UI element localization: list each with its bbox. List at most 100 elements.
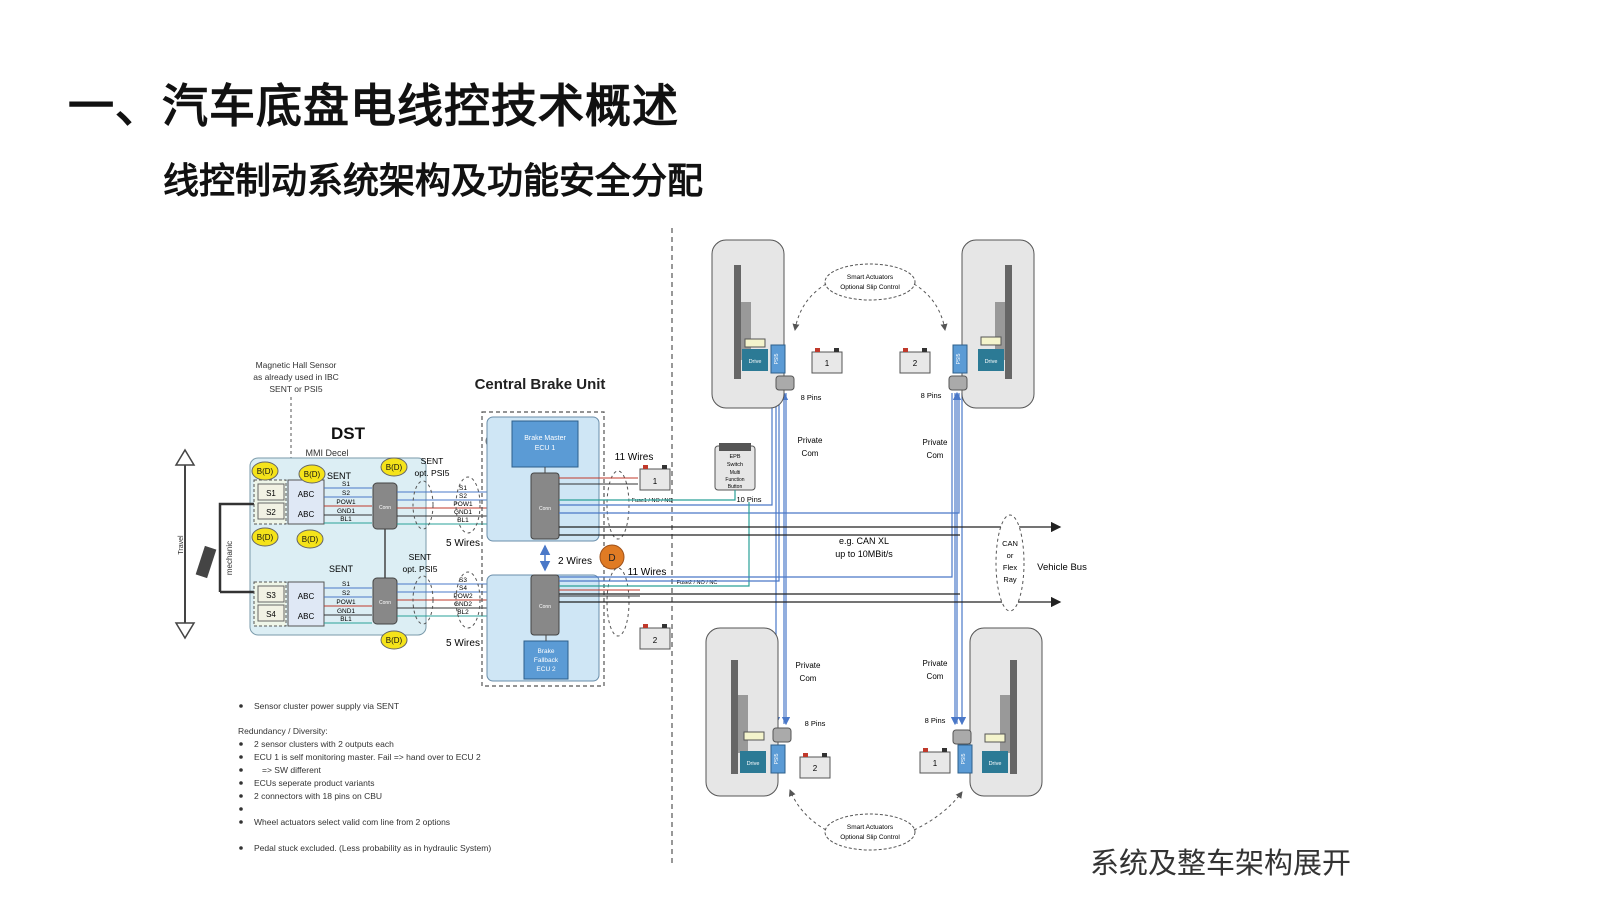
svg-text:2 sensor clusters with 2 outpu: 2 sensor clusters with 2 outputs each — [254, 739, 394, 749]
svg-text:Travel: Travel — [178, 535, 185, 555]
ecu2-box — [523, 640, 569, 680]
svg-text:2 connectors with 18 pins on C: 2 connectors with 18 pins on CBU — [254, 791, 382, 801]
svg-text:S1: S1 — [459, 485, 467, 492]
svg-text:PSI5: PSI5 — [774, 353, 780, 364]
slide-title: 一、汽车底盘电线控技术概述 — [68, 79, 679, 133]
svg-text:ECU 2: ECU 2 — [536, 666, 556, 673]
svg-text:D: D — [608, 553, 615, 564]
battery-1 — [639, 468, 671, 491]
svg-text:5 Wires: 5 Wires — [446, 638, 480, 649]
wheel-wiring — [559, 391, 1062, 726]
svg-text:S1: S1 — [342, 481, 350, 488]
svg-text:SENT: SENT — [409, 552, 432, 562]
cbu-outputs: 11 Wires 11 Wires Fuse1 / NO / NC Fuse2 … — [559, 452, 718, 650]
svg-text:SENT: SENT — [329, 564, 354, 574]
svg-text:or: or — [1007, 551, 1014, 560]
svg-text:S2: S2 — [342, 590, 350, 597]
svg-text:Conn: Conn — [379, 600, 391, 606]
svg-text:Com: Com — [927, 451, 944, 460]
svg-text:B(D): B(D) — [304, 470, 321, 479]
svg-text:Function: Function — [725, 477, 744, 483]
svg-text:8 Pins: 8 Pins — [805, 719, 826, 728]
svg-text:POW1: POW1 — [453, 501, 473, 508]
ecu1-box — [511, 420, 579, 468]
svg-text:GND1: GND1 — [337, 508, 355, 515]
svg-text:1: 1 — [933, 759, 938, 768]
slide-subtitle: 线控制动系统架构及功能安全分配 — [163, 161, 704, 202]
svg-text:e.g. CAN XL: e.g. CAN XL — [839, 536, 889, 546]
dst-sublabel: MMI Decel — [305, 448, 348, 458]
svg-text:EPB: EPB — [729, 454, 740, 460]
svg-text:Smart Actuators: Smart Actuators — [847, 824, 894, 831]
svg-text:S2: S2 — [342, 490, 350, 497]
svg-text:10 Pins: 10 Pins — [736, 495, 761, 504]
svg-text:ECU 1: ECU 1 — [535, 445, 556, 452]
svg-text:B(D): B(D) — [302, 535, 319, 544]
svg-text:Brake Master: Brake Master — [524, 435, 566, 442]
svg-text:BL1: BL1 — [457, 517, 469, 524]
svg-text:S2: S2 — [459, 493, 467, 500]
svg-text:Private: Private — [798, 436, 823, 445]
svg-text:Redundancy / Diversity:: Redundancy / Diversity: — [238, 726, 328, 736]
svg-text:ABC: ABC — [298, 592, 315, 601]
wheel-rear-left: Drive PSI5 2 8 Pins Private Com — [705, 627, 831, 797]
vehicle-bus: e.g. CAN XL up to 10MBit/s CAN or Flex R… — [835, 514, 1087, 612]
svg-text:GND2: GND2 — [454, 601, 472, 608]
central-brake-unit: Central Brake Unit Brake Master ECU 1 Br… — [475, 376, 625, 687]
svg-text:S1: S1 — [342, 581, 350, 588]
svg-text:GND1: GND1 — [337, 608, 355, 615]
svg-text:Drive: Drive — [749, 359, 762, 365]
cbu-title: Central Brake Unit — [475, 376, 606, 393]
svg-text:B(D): B(D) — [257, 533, 274, 542]
svg-text:2: 2 — [653, 636, 658, 645]
svg-text:Com: Com — [927, 672, 944, 681]
svg-text:5 Wires: 5 Wires — [446, 538, 480, 549]
svg-text:SENT: SENT — [421, 456, 444, 466]
svg-text:Conn: Conn — [379, 505, 391, 511]
smart-actuators-top: Smart Actuators Optional Slip Control — [792, 263, 948, 331]
svg-text:Fuse1 / NO / NC: Fuse1 / NO / NC — [632, 498, 673, 504]
svg-text:SENT: SENT — [327, 471, 352, 481]
svg-text:Com: Com — [802, 449, 819, 458]
svg-text:Private: Private — [796, 661, 821, 670]
svg-text:Drive: Drive — [985, 359, 998, 365]
dst-block: DST MMI Decel Travel mechanic S1 S2 ABC … — [174, 424, 427, 640]
notes: Sensor cluster power supply via SENT Red… — [238, 701, 491, 853]
svg-text:Optional Slip Control: Optional Slip Control — [840, 284, 900, 291]
epb-switch: EPB Switch Multi Function Button 10 Pins — [714, 443, 762, 504]
svg-text:BL1: BL1 — [340, 616, 352, 623]
svg-text:ECUs seperate product variants: ECUs seperate product variants — [254, 778, 374, 788]
svg-text:Button: Button — [728, 484, 743, 490]
svg-text:Vehicle Bus: Vehicle Bus — [1037, 562, 1087, 573]
svg-text:Private: Private — [923, 659, 948, 668]
svg-text:Drive: Drive — [989, 761, 1002, 767]
svg-text:Wheel actuators select valid c: Wheel actuators select valid com line fr… — [254, 817, 450, 827]
cbu-connector-top — [530, 472, 560, 540]
svg-text:ABC: ABC — [298, 510, 315, 519]
smart-actuators-bottom: Smart Actuators Optional Slip Control — [788, 789, 963, 851]
svg-text:PSI5: PSI5 — [774, 753, 780, 764]
svg-text:Magnetic Hall Sensor: Magnetic Hall Sensor — [256, 360, 337, 370]
d-circle — [599, 544, 625, 570]
svg-text:Sensor cluster power supply vi: Sensor cluster power supply via SENT — [254, 701, 399, 711]
svg-text:Multi: Multi — [730, 470, 741, 476]
dst-title: DST — [331, 424, 366, 443]
svg-text:Fuse2 / NO / NC: Fuse2 / NO / NC — [677, 580, 718, 586]
svg-text:8 Pins: 8 Pins — [801, 393, 822, 402]
svg-text:BL1: BL1 — [340, 516, 352, 523]
svg-text:mechanic: mechanic — [225, 541, 234, 575]
svg-text:Fallback: Fallback — [534, 657, 559, 664]
svg-text:POW1: POW1 — [336, 499, 356, 506]
svg-text:2: 2 — [913, 359, 918, 368]
pedal-icon — [195, 545, 217, 579]
svg-text:=> SW different: => SW different — [262, 765, 322, 775]
svg-text:Private: Private — [923, 438, 948, 447]
svg-text:as already used in IBC: as already used in IBC — [253, 372, 339, 382]
svg-text:PSI5: PSI5 — [961, 753, 967, 764]
cbu-connector-bottom — [530, 574, 560, 636]
svg-text:11 Wires: 11 Wires — [615, 452, 654, 463]
svg-text:POW1: POW1 — [336, 599, 356, 606]
svg-text:Com: Com — [800, 674, 817, 683]
svg-text:opt. PSI5: opt. PSI5 — [415, 468, 450, 478]
